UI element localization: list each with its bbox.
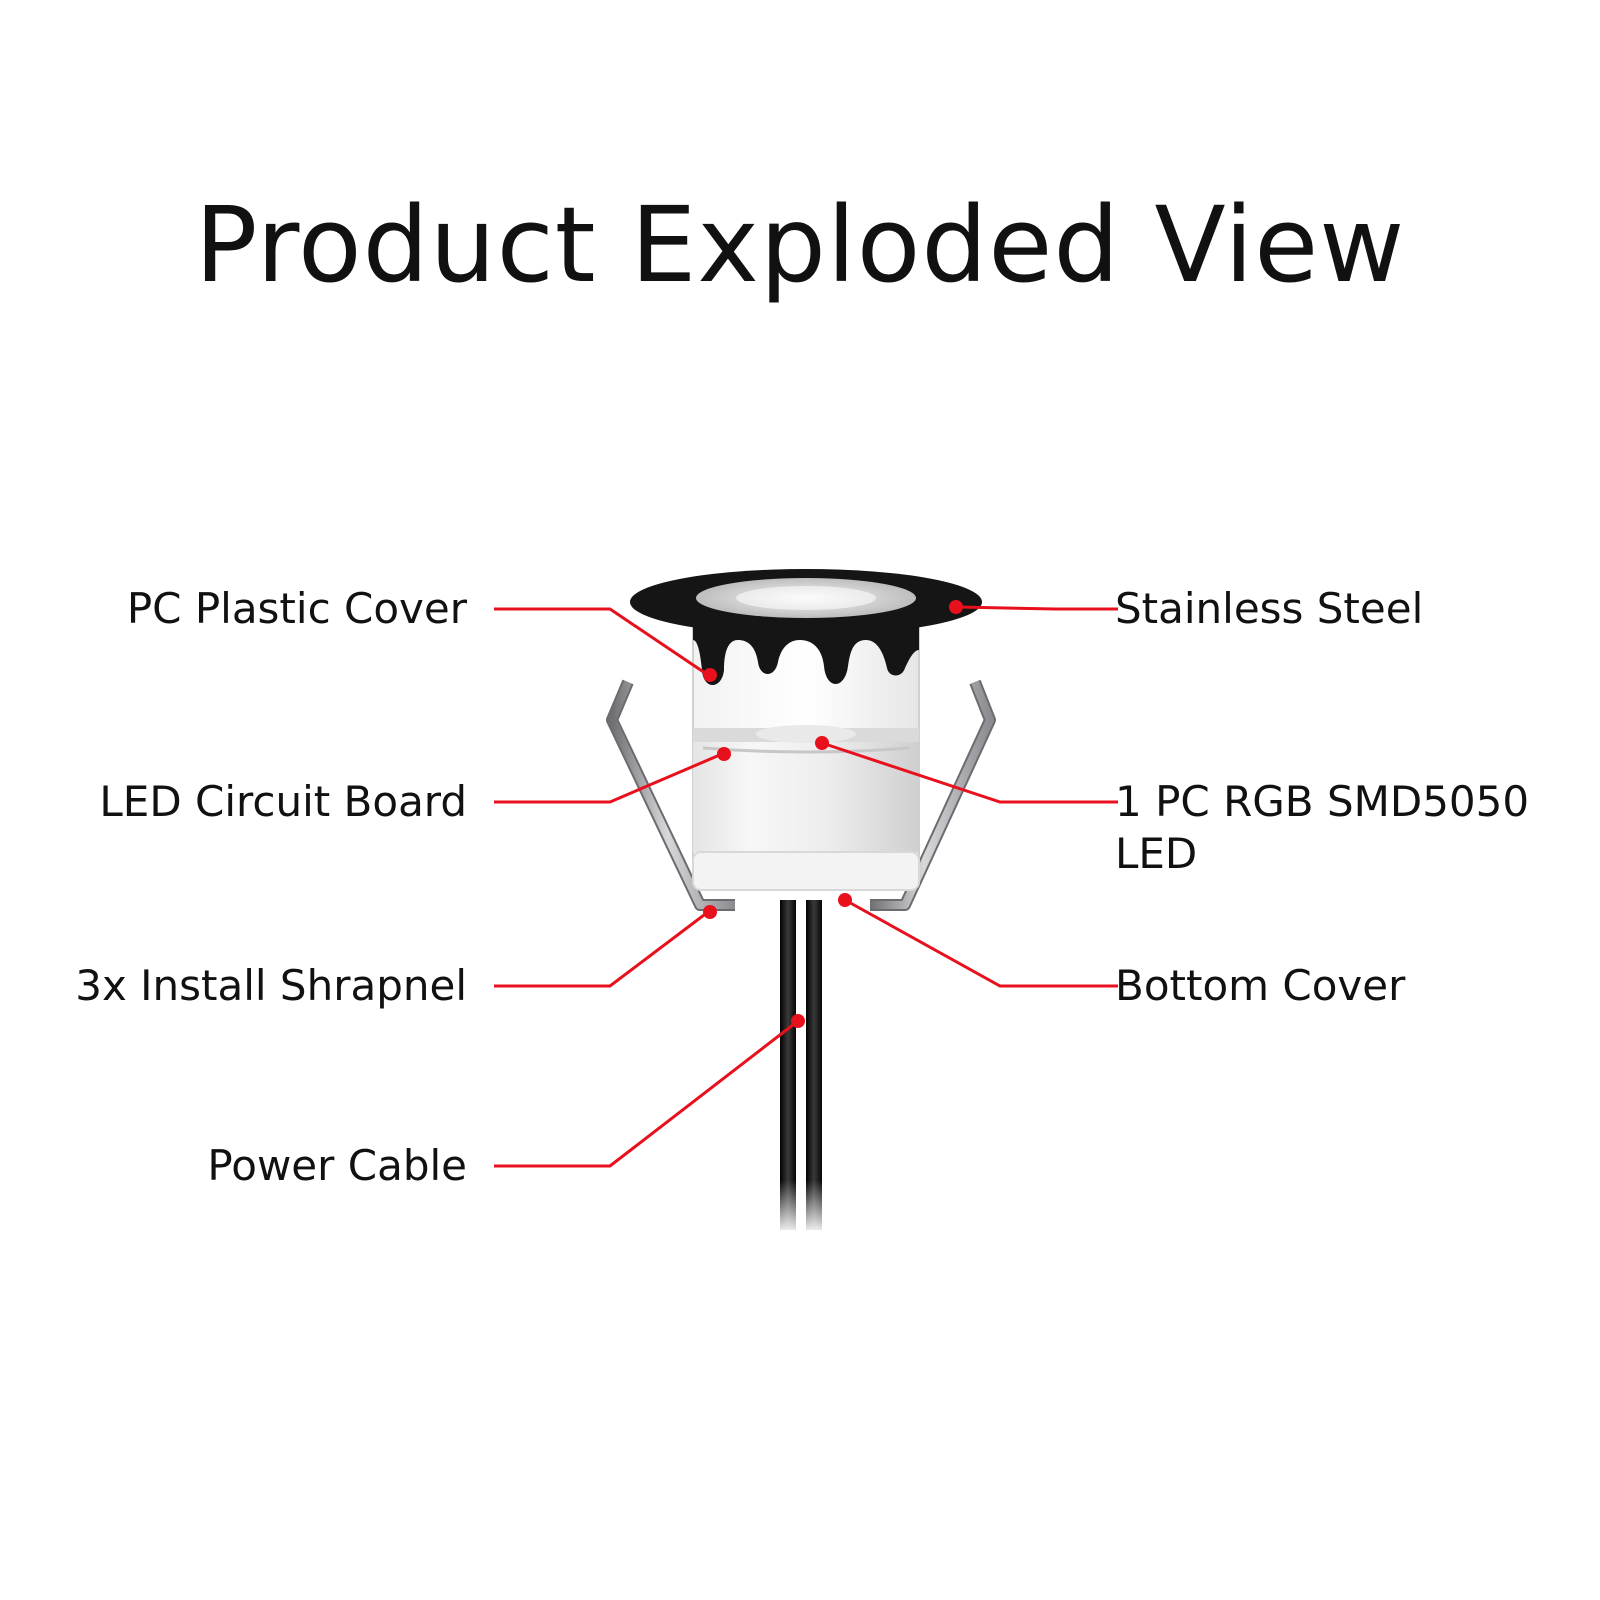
label-stainless-steel: Stainless Steel (1115, 584, 1424, 633)
leader-stainless-steel (957, 605, 1118, 611)
label-pc-plastic-cover: PC Plastic Cover (126, 584, 467, 633)
label-power-cable: Power Cable (207, 1141, 467, 1190)
dot-stainless-steel (949, 600, 963, 614)
leader-lines (494, 605, 1118, 1168)
dot-rgb-led (815, 736, 829, 750)
label-rgb-led-line1: 1 PC RGB SMD5050 (1115, 777, 1530, 826)
leader-install-shrapnel (494, 910, 709, 988)
leader-power-cable (494, 1019, 799, 1168)
dot-power-cable (791, 1014, 805, 1028)
label-led-circuit-board: LED Circuit Board (99, 777, 467, 826)
label-install-shrapnel: 3x Install Shrapnel (75, 961, 467, 1010)
dot-pc-plastic-cover (703, 668, 717, 682)
label-rgb-led: 1 PC RGB SMD5050 LED (1115, 776, 1529, 880)
leader-led-circuit-board (494, 752, 723, 804)
install-shrapnel-part (606, 679, 996, 911)
label-rgb-led-line2: LED (1115, 829, 1198, 878)
leader-rgb-led (821, 741, 1118, 804)
leader-pc-plastic-cover (494, 607, 709, 677)
dot-led-circuit-board (717, 747, 731, 761)
power-cable-part (776, 900, 828, 1235)
dot-install-shrapnel (703, 905, 717, 919)
dot-bottom-cover (838, 893, 852, 907)
light-body-part (692, 611, 920, 891)
leader-bottom-cover (844, 898, 1118, 988)
label-bottom-cover: Bottom Cover (1115, 961, 1406, 1010)
stainless-steel-flange-part (630, 569, 982, 635)
page-title: Product Exploded View (194, 184, 1406, 306)
leader-dots (703, 600, 963, 1028)
